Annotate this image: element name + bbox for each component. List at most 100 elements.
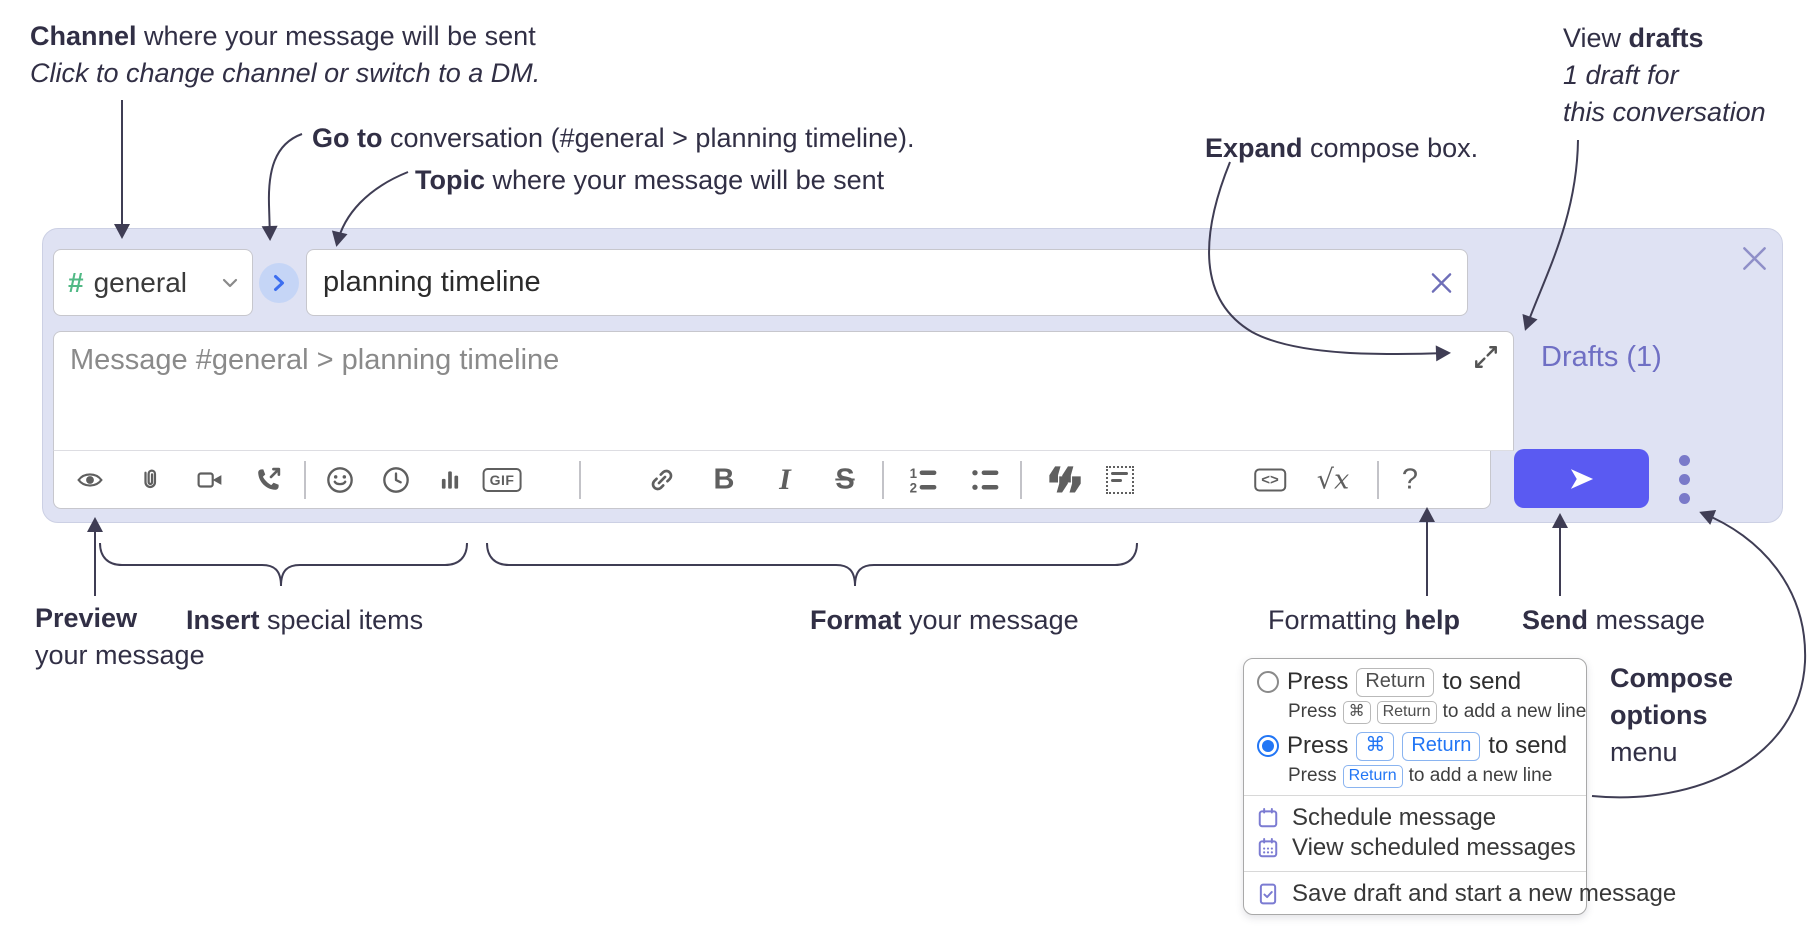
attach-file-button[interactable] xyxy=(137,465,164,494)
annotation-send: Send message xyxy=(1522,602,1705,639)
spoiler-button[interactable] xyxy=(1106,465,1134,494)
menu-item-label: View scheduled messages xyxy=(1292,834,1576,861)
strikethrough-button[interactable]: S xyxy=(835,465,854,494)
paperclip-icon xyxy=(137,465,164,494)
bold-button[interactable]: B xyxy=(714,465,735,494)
compose-box: # general planning timeline Message #gen… xyxy=(42,228,1783,523)
radio-selected[interactable] xyxy=(1257,735,1279,757)
topic-value: planning timeline xyxy=(323,266,541,298)
kbd-return: Return xyxy=(1376,700,1437,724)
bulleted-list-button[interactable] xyxy=(971,465,1000,494)
link-icon xyxy=(648,465,677,494)
option-text: Press xyxy=(1287,732,1349,759)
toolbar-divider xyxy=(1377,460,1379,499)
compose-options-menu-button[interactable] xyxy=(1679,229,1691,522)
close-compose-button[interactable] xyxy=(1741,245,1768,272)
preview-button[interactable] xyxy=(74,467,106,493)
channel-selector[interactable]: # general xyxy=(53,249,253,316)
link-button[interactable] xyxy=(648,465,677,494)
annotation-format-bold: Format xyxy=(810,605,902,635)
italic-button[interactable]: I xyxy=(779,464,791,495)
message-formatting-help-button[interactable]: ? xyxy=(1402,465,1418,494)
annotation-drafts: View drafts 1 draft for this conversatio… xyxy=(1563,20,1766,131)
annotation-format-rest: your message xyxy=(901,605,1079,635)
option-press-return-to-send[interactable]: Press Return to send xyxy=(1257,667,1578,697)
subtext: Press xyxy=(1288,765,1337,786)
annotation-channel: Channel where your message will be sent … xyxy=(30,18,540,92)
annotation-send-rest: message xyxy=(1588,605,1706,635)
annotation-goto-bold: Go to xyxy=(312,123,383,153)
annotation-insert-rest: special items xyxy=(259,605,424,635)
annotation-insert: Insert special items xyxy=(186,602,423,639)
annotation-help-bold: help xyxy=(1404,605,1461,635)
kbd-return: Return xyxy=(1356,667,1435,697)
kbd-cmd: ⌘ xyxy=(1342,700,1371,724)
bulleted-list-icon xyxy=(971,465,1000,494)
message-input[interactable]: Message #general > planning timeline xyxy=(53,331,1514,451)
smiley-icon xyxy=(326,466,354,494)
annotation-topic-bold: Topic xyxy=(415,165,485,195)
menu-item-label: Schedule message xyxy=(1292,804,1497,831)
option-text: Press xyxy=(1287,668,1349,695)
calendar-grid-icon xyxy=(1257,837,1279,859)
svg-text:2: 2 xyxy=(910,480,917,494)
annotation-channel-line2: Click to change channel or switch to a D… xyxy=(30,58,541,88)
add-poll-button[interactable] xyxy=(437,467,463,493)
code-button[interactable]: <> xyxy=(1254,468,1286,491)
spoiler-icon xyxy=(1106,465,1134,494)
eye-icon xyxy=(74,467,106,493)
subtext: Press xyxy=(1288,701,1337,722)
subtext: to add a new line xyxy=(1442,701,1587,722)
subtext: to add a new line xyxy=(1408,765,1553,786)
annotation-expand: Expand compose box. xyxy=(1205,130,1478,167)
calendar-icon xyxy=(1257,807,1279,829)
send-icon xyxy=(1564,465,1600,493)
topic-input[interactable]: planning timeline xyxy=(306,249,1468,316)
strikethrough-icon: S xyxy=(835,463,855,495)
radio-unselected[interactable] xyxy=(1257,671,1279,693)
add-video-call-button[interactable] xyxy=(195,467,226,493)
drafts-link[interactable]: Drafts (1) xyxy=(1541,341,1662,373)
menu-item-view-scheduled-messages[interactable]: View scheduled messages xyxy=(1257,833,1578,863)
math-button[interactable]: √x xyxy=(1317,466,1349,493)
add-gif-button[interactable]: GIF xyxy=(482,467,522,492)
svg-text:1: 1 xyxy=(910,465,918,480)
annotation-channel-bold: Channel xyxy=(30,21,137,51)
code-icon: <> xyxy=(1254,468,1286,491)
ellipsis-dot xyxy=(1679,455,1690,466)
menu-item-schedule-message[interactable]: Schedule message xyxy=(1257,803,1578,833)
menu-item-save-draft-new-message[interactable]: Save draft and start a new message xyxy=(1257,879,1676,909)
quote-icon: “” xyxy=(1044,456,1086,527)
topic-clear-button[interactable] xyxy=(1430,271,1453,294)
expand-compose-icon[interactable] xyxy=(1473,344,1499,370)
annotation-formatting-help: Formatting help xyxy=(1268,602,1460,639)
annotation-compose-options-line3: menu xyxy=(1610,737,1678,767)
question-mark-icon: ? xyxy=(1401,463,1419,495)
toolbar-divider xyxy=(579,460,581,499)
annotation-drafts-line2: 1 draft for xyxy=(1563,60,1679,90)
emoji-button[interactable] xyxy=(326,466,354,494)
channel-name: general xyxy=(93,266,187,298)
go-to-conversation-button[interactable] xyxy=(259,263,299,303)
chevron-down-icon xyxy=(222,278,238,288)
add-voice-call-button[interactable] xyxy=(254,465,283,494)
ellipsis-dot xyxy=(1679,474,1690,485)
annotation-goto-rest: conversation (#general > planning timeli… xyxy=(382,123,915,153)
send-button[interactable] xyxy=(1514,449,1649,508)
message-placeholder: Message #general > planning timeline xyxy=(70,344,560,376)
popup-divider xyxy=(1244,795,1586,796)
file-check-icon xyxy=(1257,883,1279,905)
quote-button[interactable]: “” xyxy=(1044,456,1086,527)
toolbar-divider xyxy=(882,460,884,499)
compose-options-popup: Press Return to send Press ⌘ Return to a… xyxy=(1243,658,1676,915)
add-global-time-button[interactable] xyxy=(382,466,410,494)
bold-icon: B xyxy=(713,463,735,495)
annotation-drafts-bold: drafts xyxy=(1628,23,1704,53)
option2-subtext: Press Return to add a new line xyxy=(1288,764,1578,788)
annotation-topic-rest: where your message will be sent xyxy=(485,165,885,195)
option-press-cmd-return-to-send[interactable]: Press ⌘ Return to send xyxy=(1257,731,1578,761)
